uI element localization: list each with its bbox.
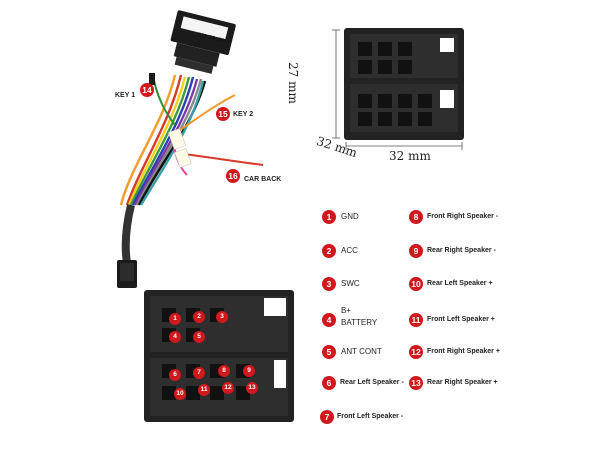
legend-text-10: Rear Left Speaker +	[427, 280, 493, 287]
legend-num-4: 4	[322, 313, 336, 327]
pin-4-marker: 4	[169, 331, 181, 343]
pin-12-marker: 12	[222, 382, 234, 394]
key1-badge: 14	[140, 83, 154, 97]
legend-num-7: 7	[320, 410, 334, 424]
legend-text-9: Rear Right Speaker -	[427, 247, 496, 254]
key2-label: KEY 2	[233, 111, 254, 118]
legend-text-12: Front Right Speaker +	[427, 348, 500, 355]
main-connector-illustration	[144, 290, 294, 422]
legend-num-8: 8	[409, 210, 423, 224]
pin-2-marker: 2	[193, 311, 205, 323]
pin-8-marker: 8	[218, 365, 230, 377]
key2-badge: 15	[216, 107, 230, 121]
car-back-badge: 16	[226, 169, 240, 183]
legend-text-4b: BATTERY	[341, 318, 378, 327]
pin-6-marker: 6	[169, 369, 181, 381]
car-back-label: CAR BACK	[244, 176, 282, 183]
pin-10-marker: 10	[174, 388, 186, 400]
wiring-harness-illustration: CJA-BB-0000	[117, 10, 264, 288]
legend-num-12: 12	[409, 345, 423, 359]
legend-text-1: GND	[341, 212, 359, 221]
pin-9-marker: 9	[243, 365, 255, 377]
legend-num-13: 13	[409, 376, 423, 390]
legend-text-3: SWC	[341, 279, 360, 288]
pin-1-marker: 1	[169, 313, 181, 325]
legend-text-6: Rear Left Speaker -	[340, 379, 404, 386]
legend-text-11: Front Left Speaker +	[427, 316, 495, 323]
pin-13-marker: 13	[246, 382, 258, 394]
legend-text-4a: B+	[341, 306, 352, 315]
legend-num-2: 2	[322, 244, 336, 258]
legend-text-8: Front Right Speaker -	[427, 213, 499, 220]
pin-11-marker: 11	[198, 384, 210, 396]
legend-num-9: 9	[409, 244, 423, 258]
dimension-height-label: 27 mm	[286, 62, 300, 104]
dimension-connector-illustration	[332, 28, 464, 150]
legend-num-3: 3	[322, 277, 336, 291]
legend-num-11: 11	[409, 313, 423, 327]
dimension-width-label: 32 mm	[389, 149, 431, 163]
legend-num-10: 10	[409, 277, 423, 291]
legend-num-6: 6	[322, 376, 336, 390]
legend-text-7: Front Left Speaker -	[337, 413, 404, 420]
legend-num-1: 1	[322, 210, 336, 224]
pin-7-marker: 7	[193, 367, 205, 379]
pin-5-marker: 5	[193, 331, 205, 343]
legend-text-2: ACC	[341, 246, 358, 255]
legend-text-13: Rear Right Speaker +	[427, 379, 498, 386]
legend-text-5: ANT CONT	[341, 347, 382, 356]
legend-num-5: 5	[322, 345, 336, 359]
key1-label: KEY 1	[115, 92, 136, 99]
pin-3-marker: 3	[216, 311, 228, 323]
